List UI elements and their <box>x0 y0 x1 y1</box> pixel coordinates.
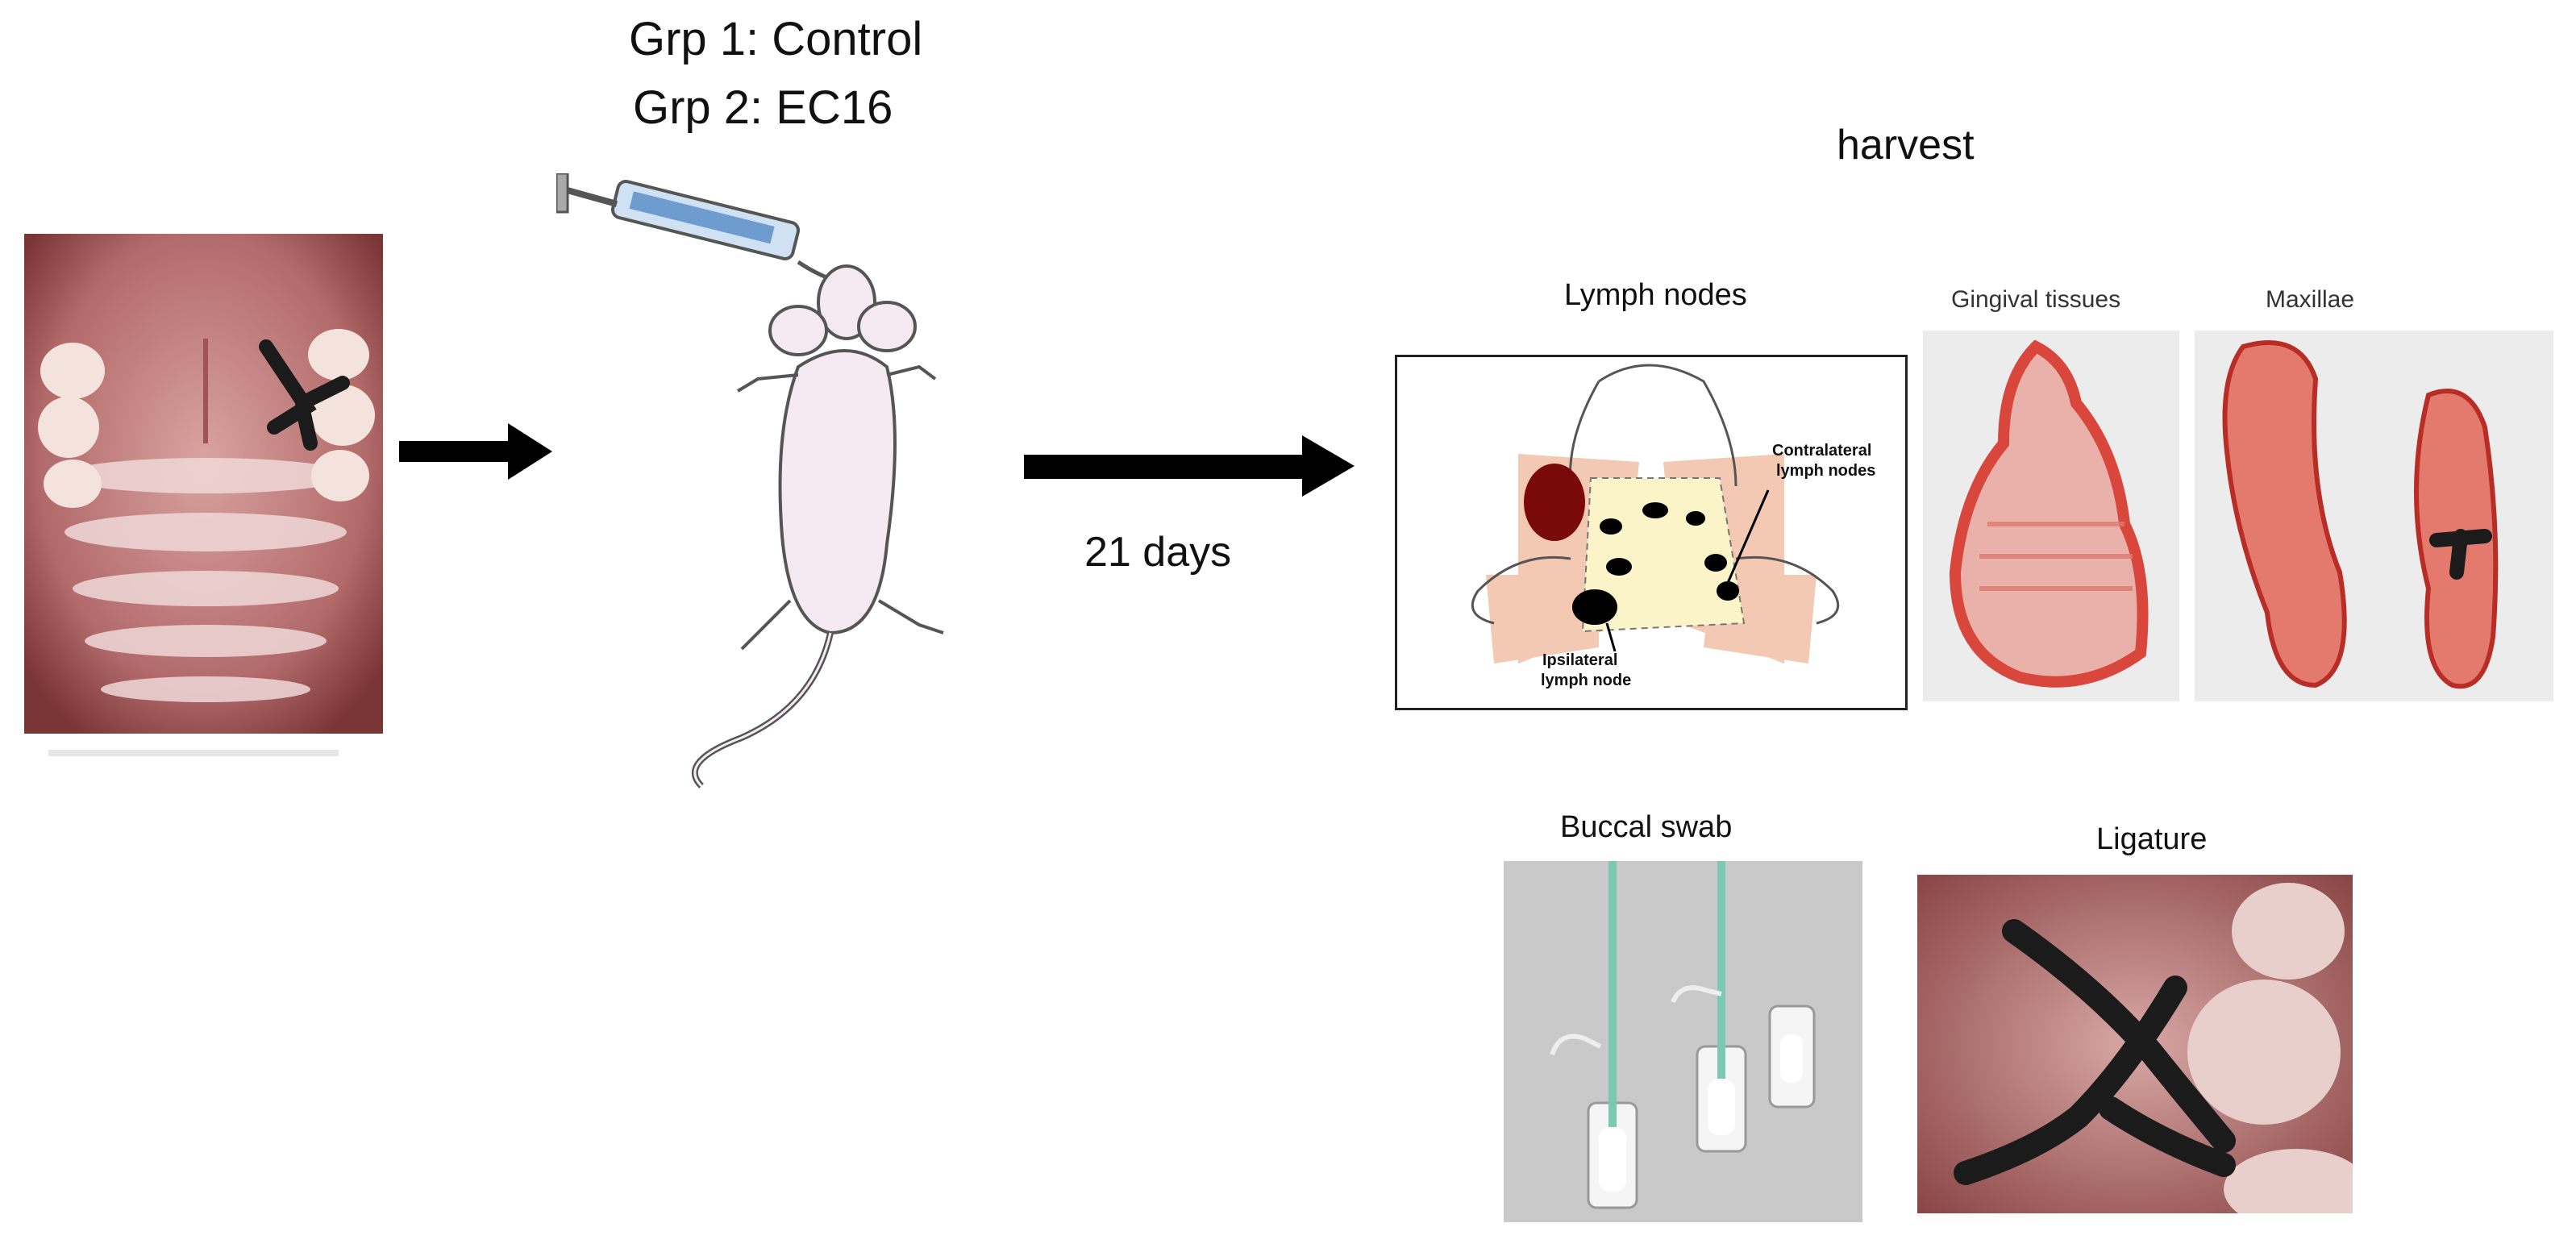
ipsilateral-label-2: lymph node <box>1541 672 1632 689</box>
gingival-tissues-photo <box>1923 331 2179 701</box>
ligature-photo <box>1917 875 2353 1213</box>
maxillae-photo <box>2195 331 2553 701</box>
lymph-nodes-panel: Contralateral lymph nodes Ipsilateral ly… <box>1395 355 1908 710</box>
buccal-swab-photo <box>1504 861 1862 1222</box>
oral-cavity-photo <box>24 234 383 734</box>
group-2-label: Grp 2: EC16 <box>633 81 893 134</box>
contralateral-label-1: Contralateral <box>1772 442 1872 460</box>
duration-label: 21 days <box>1084 529 1232 576</box>
syringe-icon <box>556 173 843 285</box>
gingival-tissues-title: Gingival tissues <box>1951 286 2121 313</box>
harvest-title: harvest <box>1837 122 1975 168</box>
buccal-swab-title: Buccal swab <box>1560 810 1733 844</box>
arrow-1 <box>399 423 552 480</box>
contralateral-label-2: lymph nodes <box>1776 462 1876 480</box>
lymph-nodes-title: Lymph nodes <box>1564 278 1747 312</box>
maxillae-title: Maxillae <box>2266 286 2355 313</box>
mouse-syringe-illustration <box>556 173 944 788</box>
ligature-title: Ligature <box>2096 822 2208 856</box>
photo-caption-blur <box>48 750 339 756</box>
group-1-label: Grp 1: Control <box>629 13 923 65</box>
ipsilateral-label-1: Ipsilateral <box>1542 651 1618 669</box>
arrow-2 <box>1024 435 1355 497</box>
mouse-icon <box>736 264 944 651</box>
